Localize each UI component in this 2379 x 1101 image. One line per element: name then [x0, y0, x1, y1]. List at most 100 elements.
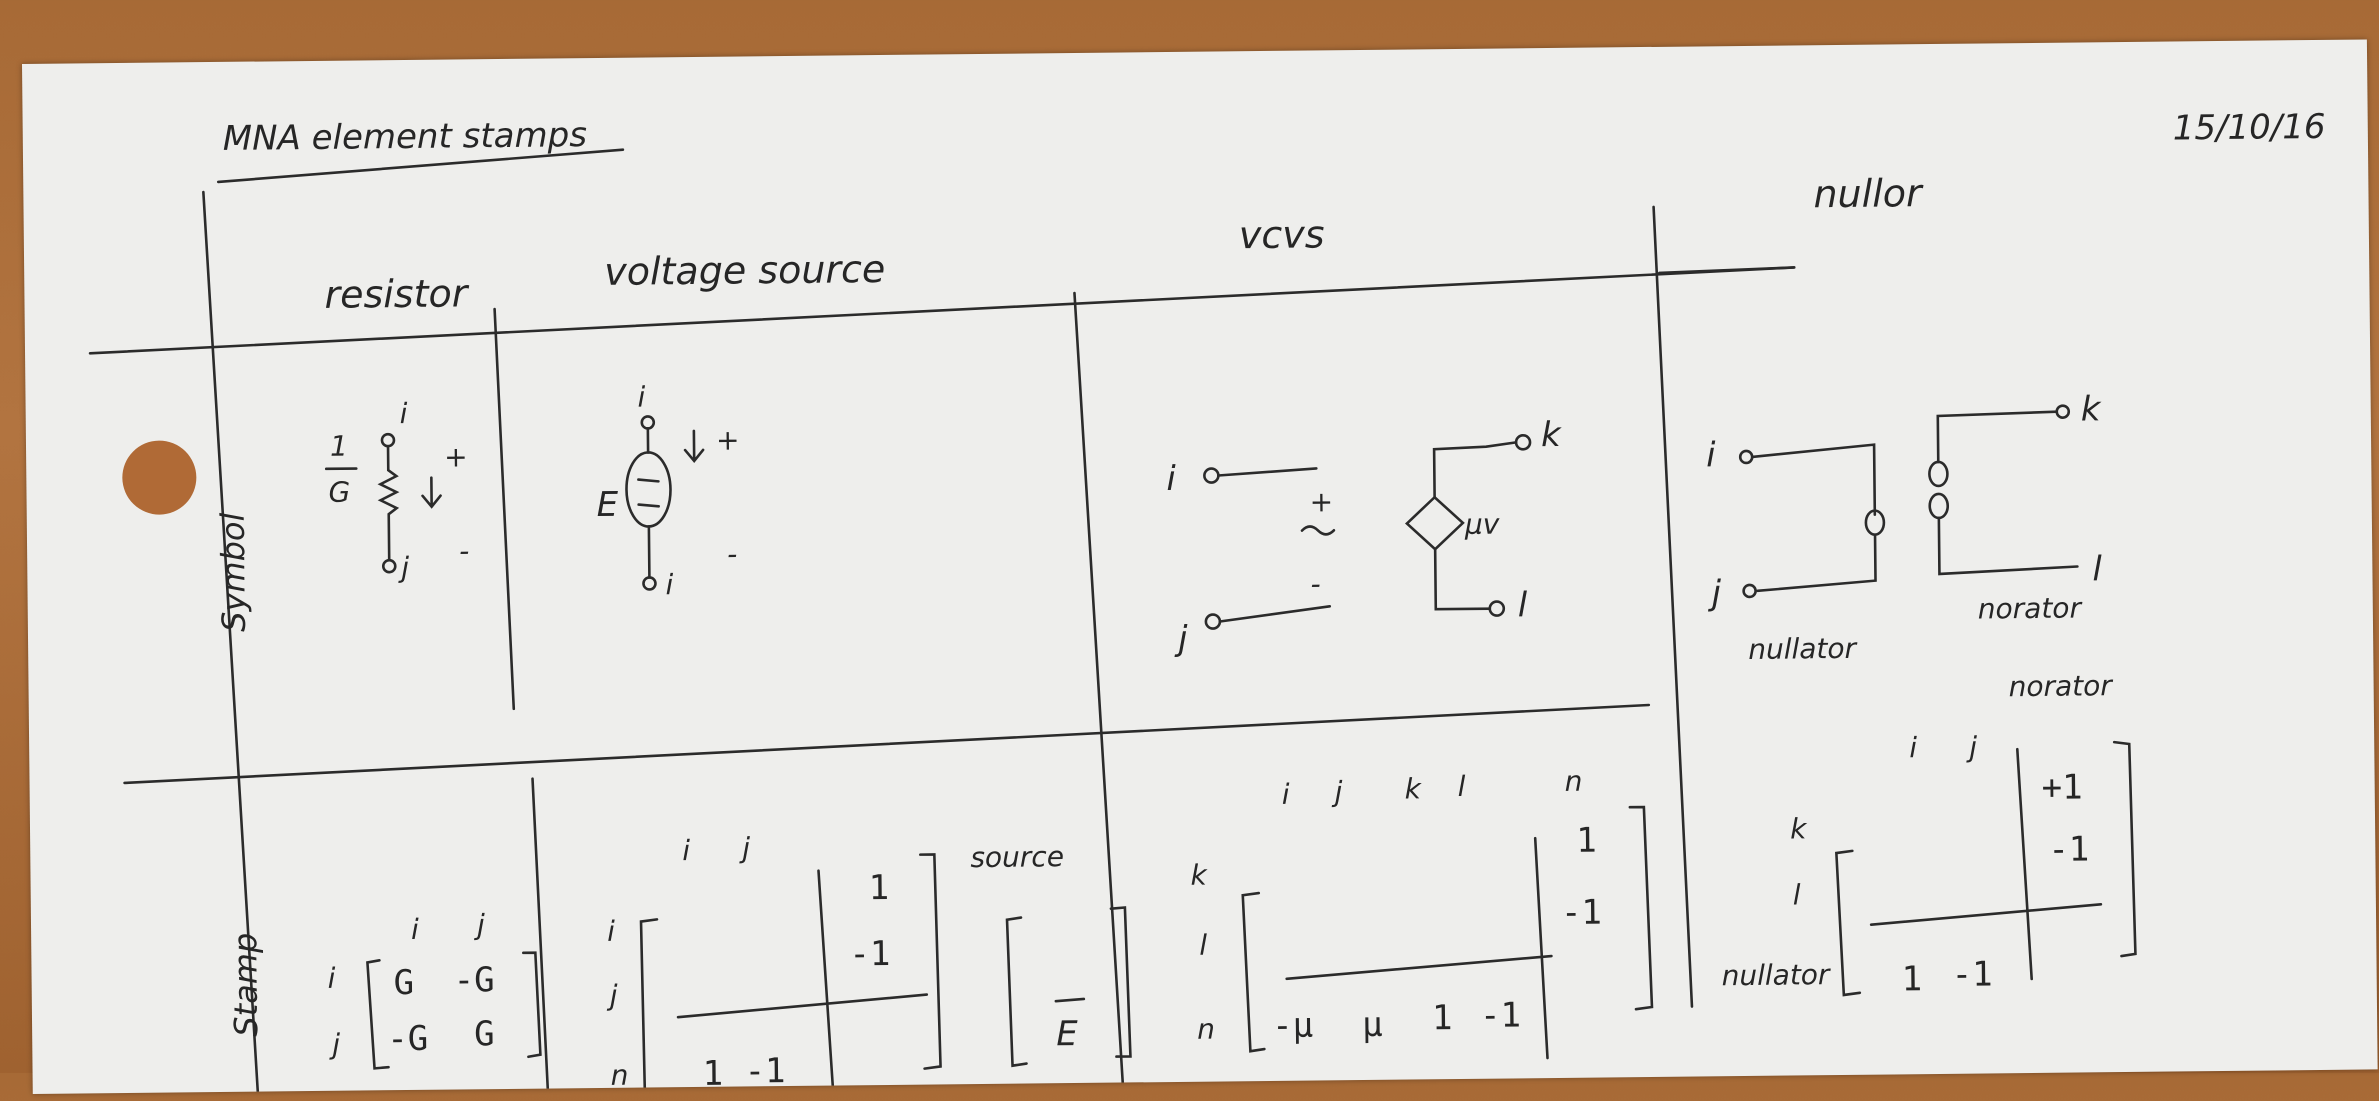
- resistor-matrix-right-bracket: [522, 951, 542, 1059]
- nullor-stamp-right-2: -1: [2048, 829, 2090, 870]
- vcvs-node-l: l: [1517, 585, 1528, 626]
- row-label-symbol: Symbol: [213, 512, 253, 633]
- vcvs-stamp-col-k: k: [1404, 772, 1422, 806]
- vcvs-stamp-col-n: n: [1564, 764, 1583, 798]
- vcvs-node-k: k: [1540, 414, 1561, 456]
- paper-sheet: MNA element stamps 15/10/16 resistor vol…: [22, 39, 2378, 1094]
- nullor-stamp-right-1: +1: [2041, 767, 2083, 808]
- resistor-stamp-g11: G: [393, 962, 415, 1004]
- nullor-stamp-row-nullator: nullator: [1721, 958, 1830, 993]
- vsource-label: E: [596, 484, 619, 526]
- resistor-stamp-col-j: j: [476, 908, 485, 942]
- vsource-minus: -: [726, 537, 738, 571]
- vcvs-stamp-bottom-2: μ: [1361, 1004, 1383, 1046]
- row-divider-line: [123, 703, 1651, 785]
- nullor-stamp-row-k: k: [1789, 812, 1807, 846]
- voltage-source-symbol: [625, 415, 705, 591]
- vcvs-stamp-col-i: i: [1281, 777, 1290, 811]
- column-line-2: [1073, 291, 1125, 1084]
- nullor-node-i: i: [1705, 435, 1716, 476]
- source-vector-left-bracket: [1005, 916, 1028, 1068]
- page-title: MNA element stamps: [222, 115, 588, 159]
- source-vector-value: E: [1056, 1013, 1078, 1055]
- column-line-1: [493, 307, 516, 711]
- vcvs-stamp-row-l: l: [1199, 928, 1208, 962]
- resistor-stamp-g22: G: [473, 1014, 495, 1055]
- vcvs-node-j: j: [1177, 618, 1188, 659]
- date: 15/10/16: [2172, 106, 2326, 149]
- column-line-left: [202, 190, 260, 1093]
- resistor-node-top: i: [399, 396, 408, 431]
- vcvs-minus: -: [1310, 567, 1321, 601]
- resistor-stamp-row-j: j: [332, 1027, 341, 1061]
- resistor-value-numerator: 1: [329, 429, 349, 463]
- nullor-node-l: l: [2092, 549, 2103, 590]
- vsource-node-top: i: [637, 380, 646, 414]
- resistor-stamp-col-i: i: [410, 912, 420, 946]
- resistor-stamp-row-i: i: [327, 961, 336, 995]
- resistor-plus: +: [443, 440, 468, 474]
- vcvs-stamp-bottom-3: 1: [1431, 998, 1453, 1039]
- vcvs-stamp-col-l: l: [1457, 769, 1466, 804]
- vcvs-stamp-right-1: 1: [1576, 820, 1597, 861]
- vcvs-stamp-row-n: n: [1196, 1012, 1216, 1046]
- vcvs-plus: +: [1309, 485, 1334, 519]
- norator-symbol: [1928, 404, 2079, 576]
- vcvs-symbol: [1203, 434, 1532, 630]
- vsource-stamp-row-n: n: [610, 1058, 629, 1092]
- column-heading-vcvs: vcvs: [1238, 212, 1325, 258]
- resistor-symbol: [324, 432, 442, 574]
- vsource-matrix-hline: [676, 993, 929, 1019]
- nullor-matrix-vline: [2015, 747, 2033, 981]
- vsource-stamp-right-2: -1: [849, 933, 891, 975]
- nullor-stamp-bottom-2: -1: [1951, 954, 1993, 995]
- vcvs-stamp-bottom-1: -μ: [1271, 1005, 1314, 1046]
- vsource-stamp-col-j: j: [742, 831, 751, 865]
- nullor-stamp-row-l: l: [1792, 878, 1801, 912]
- header-divider-line: [88, 266, 1796, 355]
- vsource-stamp-row-j: j: [609, 978, 618, 1012]
- source-vector-right-bracket: [1109, 906, 1132, 1058]
- resistor-minus: -: [458, 534, 470, 568]
- nullor-stamp-col-i: i: [1909, 731, 1918, 765]
- nullor-matrix-hline: [1869, 902, 2103, 926]
- vsource-stamp-bottom-2: -1: [744, 1051, 786, 1092]
- column-line-3: [1652, 205, 1694, 1008]
- nullor-stamp-bottom-1: 1: [1901, 959, 1923, 1000]
- vsource-node-bottom: i: [665, 568, 674, 602]
- column-heading-resistor: resistor: [324, 271, 468, 317]
- vsource-stamp-right-1: 1: [868, 867, 890, 909]
- vcvs-gain: μv: [1464, 507, 1500, 541]
- title-underline: [216, 148, 625, 184]
- vsource-stamp-col-i: i: [682, 834, 691, 868]
- vsource-matrix-left-bracket: [639, 918, 659, 1089]
- vcvs-matrix-vline: [1533, 836, 1549, 1060]
- nullor-stamp-col-j: j: [1969, 730, 1978, 764]
- vcvs-stamp-right-2: -1: [1560, 892, 1603, 933]
- nullor-matrix-right-bracket: [2112, 740, 2137, 958]
- vcvs-stamp-bottom-4: -1: [1479, 995, 1522, 1036]
- column-heading-nullor: nullor: [1813, 171, 1922, 217]
- vcvs-matrix-right-bracket: [1628, 805, 1654, 1011]
- resistor-stamp-g12: -G: [453, 960, 495, 1001]
- norator-label: norator: [1977, 591, 2082, 626]
- resistor-value-denominator: G: [328, 475, 351, 509]
- nullator-label: nullator: [1748, 631, 1857, 666]
- source-vector-label: source: [970, 840, 1065, 875]
- vcvs-node-i: i: [1166, 458, 1177, 500]
- nullor-top-line: [1657, 266, 1796, 275]
- vsource-plus: +: [715, 423, 740, 457]
- nullor-node-k: k: [2080, 389, 2101, 430]
- nullor-matrix-left-bracket: [1835, 849, 1862, 997]
- vcvs-matrix-hline: [1285, 954, 1553, 981]
- resistor-matrix-left-bracket: [366, 959, 390, 1070]
- vcvs-stamp-row-k: k: [1190, 858, 1207, 892]
- resistor-stamp-g21: -G: [387, 1018, 429, 1060]
- column-line-1b: [531, 777, 550, 1090]
- vcvs-stamp-col-j: j: [1334, 775, 1343, 809]
- vsource-matrix-right-bracket: [919, 853, 942, 1070]
- vsource-stamp-row-i: i: [606, 914, 616, 948]
- vsource-stamp-bottom-1: 1: [702, 1053, 724, 1094]
- nullator-symbol: [1738, 443, 1886, 599]
- nullor-node-j: j: [1711, 573, 1722, 614]
